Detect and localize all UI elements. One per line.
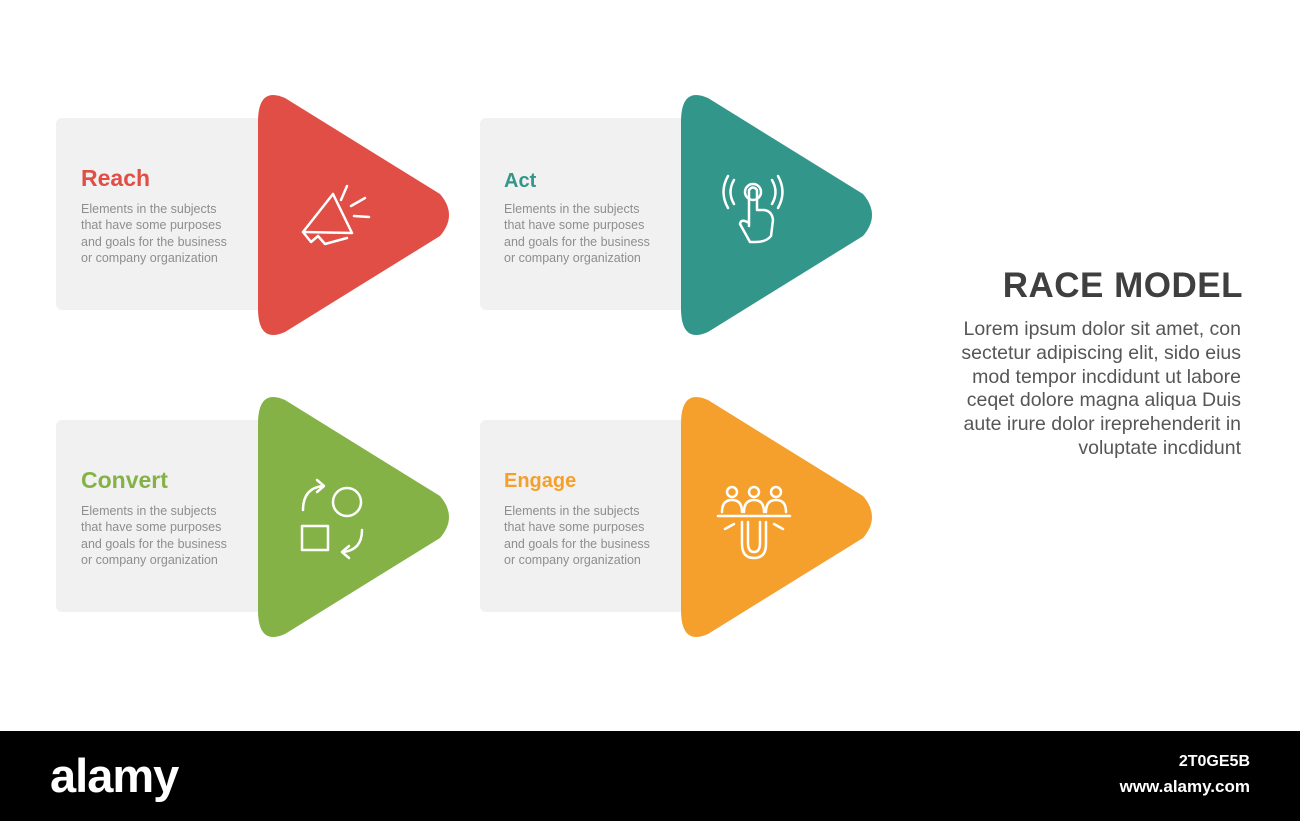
- model-description: Lorem ipsum dolor sit amet, con sectetur…: [961, 318, 1241, 459]
- magnet-people-icon: [716, 485, 792, 560]
- footer-url: www.alamy.com: [1119, 777, 1250, 796]
- reach-arrow-triangle: [258, 95, 449, 335]
- convert-description: Elements in the subjects that have some …: [81, 504, 227, 567]
- convert-triangle-shape: [258, 397, 449, 637]
- tap-hand-icon: [722, 174, 784, 244]
- convert-card: [56, 420, 286, 612]
- act-arrow-triangle: [681, 95, 872, 335]
- act-description: Elements in the subjects that have some …: [504, 202, 650, 265]
- convert-title: Convert: [81, 467, 168, 493]
- reach-description: Elements in the subjects that have some …: [81, 202, 227, 265]
- engage-arrow-triangle: [681, 397, 872, 637]
- convert-arrow-triangle: [258, 397, 449, 637]
- engage-title: Engage: [504, 470, 577, 492]
- alamy-logo: alamy: [50, 749, 179, 802]
- model-title: RACE MODEL: [1002, 266, 1243, 305]
- engage-card: [480, 420, 710, 612]
- act-title: Act: [504, 170, 537, 192]
- engage-description: Elements in the subjects that have some …: [504, 504, 650, 567]
- act-triangle-shape: [681, 95, 872, 335]
- image-code: 2T0GE5B: [1178, 753, 1250, 770]
- reach-card: [56, 118, 286, 310]
- shapes-cycle-icon: [300, 478, 364, 560]
- act-card: [480, 118, 710, 310]
- reach-title: Reach: [81, 165, 151, 191]
- footer-bar: alamy 2T0GE5B www.alamy.com: [0, 731, 1300, 821]
- megaphone-icon: [301, 184, 371, 246]
